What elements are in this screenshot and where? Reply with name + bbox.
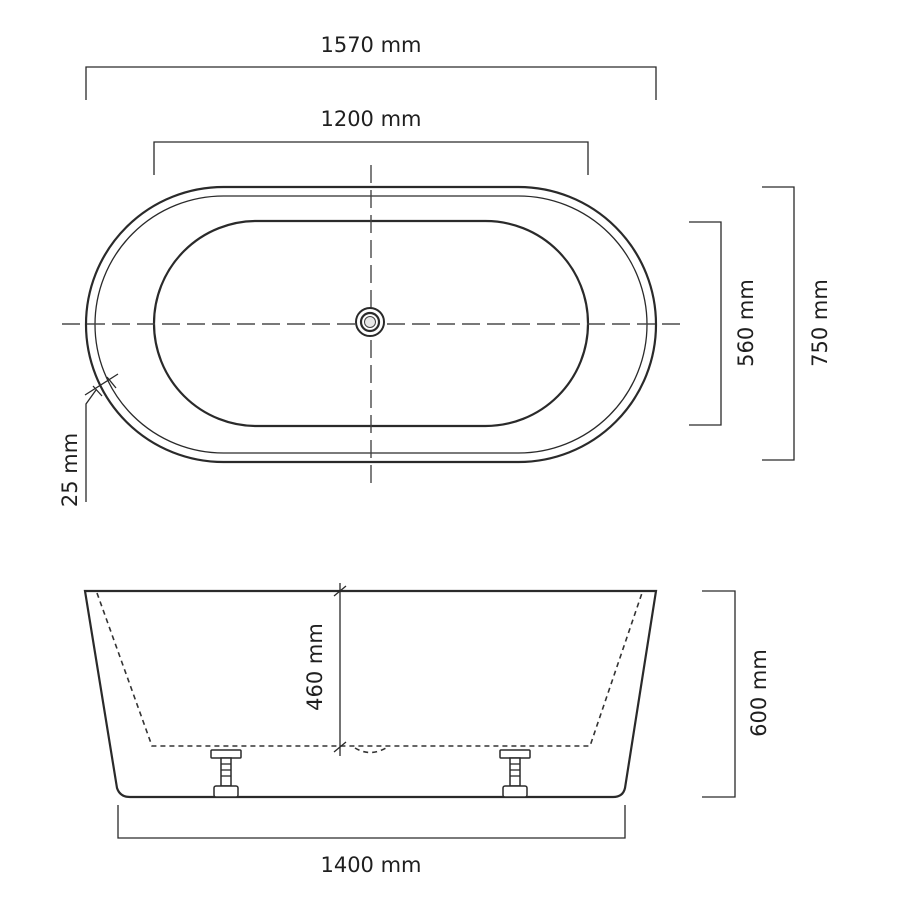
inner-width-bracket: [689, 221, 722, 426]
base-length-bracket: [117, 805, 626, 839]
inner-depth-label: 460 mm: [303, 623, 327, 711]
rim-thickness-marker: [84, 373, 119, 502]
left-foot: [210, 749, 242, 798]
inner-length-bracket: [153, 141, 589, 175]
inner-length-label: 1200 mm: [320, 107, 421, 131]
drain: [355, 307, 385, 337]
hidden-basin-line: [96, 592, 643, 747]
overall-length-label: 1570 mm: [320, 33, 421, 57]
inner-width-label: 560 mm: [734, 279, 758, 367]
rim-thickness-label: 25 mm: [58, 433, 82, 507]
side-view: 460 mm 600 mm 1400 mm: [83, 583, 771, 877]
overall-width-label: 750 mm: [808, 279, 832, 367]
overall-width-bracket: [762, 186, 795, 461]
overall-height-bracket: [702, 590, 736, 798]
tub-outer-rim: [84, 185, 658, 464]
hidden-drain-bump: [354, 747, 387, 754]
base-length-label: 1400 mm: [320, 853, 421, 877]
right-foot: [499, 749, 531, 798]
overall-length-bracket: [85, 66, 657, 100]
inner-depth-marker: [333, 583, 347, 756]
overall-height-label: 600 mm: [747, 649, 771, 737]
top-view: 1570 mm 1200 mm 25 mm: [58, 33, 832, 507]
tub-side-body: [83, 589, 658, 799]
